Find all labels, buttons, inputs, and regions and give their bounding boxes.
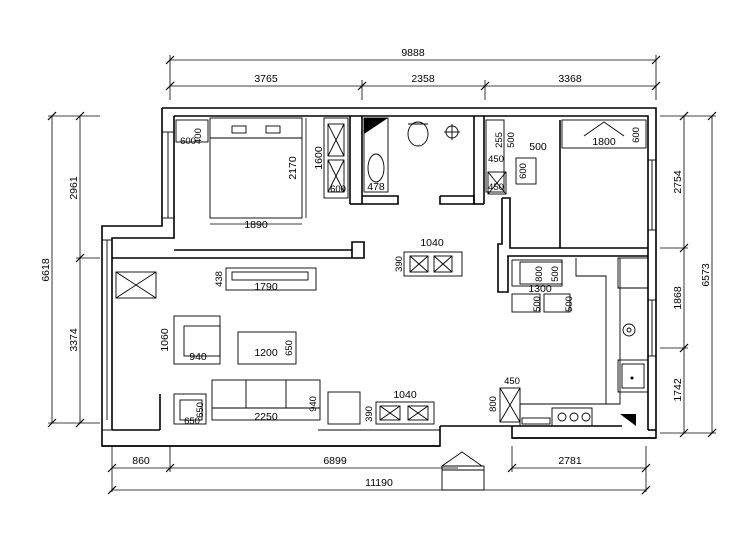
sink-drain-icon — [622, 323, 636, 337]
bedroom-right: 1800 600 — [561, 119, 647, 149]
bottom-cabinet — [375, 401, 435, 425]
coffee-table-length-label: 1200 — [254, 347, 278, 359]
wardrobe-depth-label: 400 — [193, 128, 204, 144]
living-room: 1040 390 1790 438 1060 940 1200 650 2250… — [115, 237, 463, 427]
right-seg-1: 2754 — [672, 170, 684, 194]
tall-width-label: 450 — [504, 376, 520, 387]
sofa — [211, 379, 321, 421]
top-total-label: 9888 — [401, 47, 425, 59]
double-bed — [209, 117, 303, 219]
top-seg-3: 3368 — [558, 73, 582, 85]
entry-depth-b: 500 — [506, 132, 517, 148]
entry-depth-a: 255 — [494, 132, 505, 148]
bottom-total-label: 11190 — [365, 477, 393, 489]
pillow-icon — [265, 125, 281, 134]
side-cabinet-length-label: 1600 — [313, 146, 325, 170]
lower-a-label: 500 — [532, 296, 543, 312]
tall-depth-label: 800 — [488, 396, 499, 412]
side-cabinet — [323, 117, 349, 199]
tv-cabinet-length-label: 1790 — [254, 281, 278, 293]
bottom-seg-1: 860 — [132, 455, 150, 467]
upper-length-label: 1300 — [528, 283, 552, 295]
kitchen-tall-cabinet — [499, 387, 521, 423]
left-seg-2: 3374 — [68, 328, 80, 352]
entry-cabinets: 255 500 450 450 600 500 — [485, 119, 547, 195]
tv-cabinet — [225, 267, 317, 291]
coffee-table-width-label: 650 — [284, 340, 295, 356]
shower-tray-icon — [367, 153, 385, 183]
entry-width-label: 450 — [488, 154, 504, 165]
pillow-icon — [231, 125, 247, 134]
corner-marker-icon — [620, 414, 636, 426]
tv-cabinet-depth-label: 438 — [214, 271, 225, 287]
right-dimension: 6573 2754 1868 1742 — [660, 111, 717, 438]
wardrobe-left — [175, 119, 209, 143]
lower-b-label: 500 — [564, 296, 575, 312]
coffee-table — [237, 331, 297, 365]
bed-width-label: 1890 — [244, 219, 268, 231]
bottom-seg-2: 6899 — [323, 455, 347, 467]
kitchen-sink-icon — [617, 359, 649, 393]
counter-depth-label: 390 — [394, 256, 405, 272]
bottom-seg-3: 2781 — [558, 455, 582, 467]
partition-counter — [403, 251, 463, 277]
side-table-depth-label: 650 — [195, 402, 206, 418]
armchair-width-label: 940 — [189, 351, 207, 363]
bottom-dimension: 860 6899 2781 11190 — [107, 446, 651, 495]
windows — [102, 131, 656, 420]
armchair-depth-label: 1060 — [159, 328, 171, 352]
bathroom: 478 — [363, 117, 460, 193]
bottom-cabinet-depth-label: 390 — [364, 406, 375, 422]
side-table-width-label: 650 — [184, 416, 200, 427]
left-dimension: 6618 2961 3374 — [40, 111, 100, 428]
toilet-icon — [407, 121, 429, 147]
right-seg-2: 1868 — [672, 286, 684, 310]
outer-walls — [101, 107, 657, 447]
passage-width-label: 500 — [529, 141, 547, 153]
kitchen-cabinet-a — [511, 293, 541, 313]
sofa-length-label: 2250 — [254, 411, 278, 423]
right-total-label: 6573 — [700, 263, 712, 287]
entry-width-lower: 450 — [488, 182, 504, 193]
bottom-cabinet-length-label: 1040 — [393, 389, 417, 401]
wardrobe-right-depth-label: 600 — [631, 127, 642, 143]
shower-width-label: 478 — [367, 181, 385, 193]
top-seg-1: 3765 — [254, 73, 278, 85]
top-seg-2: 2358 — [411, 73, 435, 85]
left-seg-1: 2961 — [68, 176, 80, 200]
kitchen: 1300 800 500 500 500 450 800 — [488, 257, 649, 427]
stove-icon — [551, 407, 593, 427]
interior-walls — [112, 116, 648, 293]
counter-length-label: 1040 — [420, 237, 444, 249]
bedroom-left: 400 600 1890 2170 1600 600 — [175, 117, 349, 231]
bed-right — [561, 119, 647, 149]
bed-length-label: 2170 — [287, 156, 299, 180]
upper-depth-label: 800 — [534, 266, 545, 282]
top-dimension: 9888 3765 2358 3368 — [165, 47, 661, 100]
entry-depth-lower: 600 — [518, 163, 529, 179]
bed-right-width-label: 1800 — [592, 136, 616, 148]
side-table — [173, 393, 207, 425]
shower-corner-icon — [364, 118, 388, 134]
entrance-marker — [440, 451, 485, 491]
left-storage-cabinet — [115, 271, 157, 299]
upper-small-label: 500 — [550, 266, 561, 282]
wardrobe-width-label: 600 — [180, 136, 196, 147]
left-total-label: 6618 — [40, 258, 52, 282]
sofa-depth-label: 940 — [308, 396, 319, 412]
corner-cabinet — [327, 391, 361, 425]
right-seg-3: 1742 — [672, 378, 684, 402]
kitchen-cabinet-b — [543, 293, 571, 313]
side-cabinet-depth-label: 600 — [330, 184, 346, 195]
